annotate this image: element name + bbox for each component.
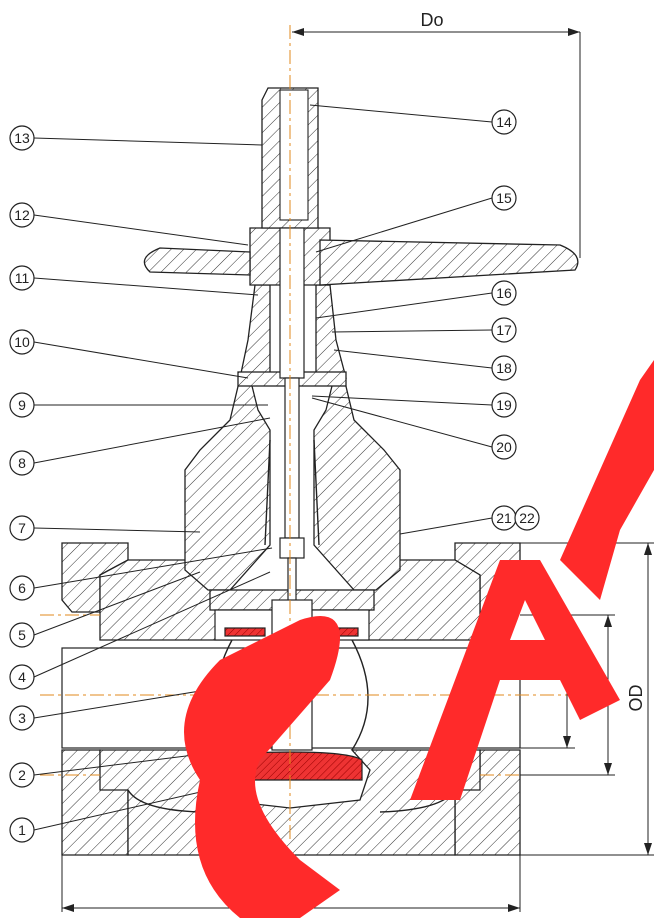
svg-text:9: 9 [18,397,26,413]
callout-15: 15 [491,185,517,211]
callout-12: 12 [9,202,35,228]
callout-7: 7 [9,515,35,541]
svg-text:19: 19 [496,397,512,413]
callout-16: 16 [491,280,517,306]
seat-ring-left [224,627,266,637]
svg-text:20: 20 [496,439,512,455]
svg-text:12: 12 [14,207,30,223]
svg-text:18: 18 [496,360,512,376]
svg-text:7: 7 [18,520,26,536]
callout-14: 14 [491,109,517,135]
svg-text:3: 3 [18,710,26,726]
svg-text:10: 10 [14,334,30,350]
callout-21: 21 [491,505,517,531]
callout-13: 13 [9,125,35,151]
leader-lines [33,104,493,831]
callout-5: 5 [9,622,35,648]
svg-text:21: 21 [496,510,512,526]
callout-8: 8 [9,450,35,476]
callout-20: 20 [491,434,517,460]
handle-lever [143,227,579,286]
dim-do-label: Do [420,10,443,30]
dim-od-label: OD [626,684,646,711]
svg-text:5: 5 [18,627,26,643]
svg-text:15: 15 [496,190,512,206]
sample-watermark [184,360,654,918]
svg-text:6: 6 [18,580,26,596]
callout-2: 2 [9,762,35,788]
callout-17: 17 [491,317,517,343]
svg-text:11: 11 [15,270,30,286]
callout-3: 3 [9,705,35,731]
callout-9: 9 [9,392,35,418]
callout-1: 1 [9,817,35,843]
svg-text:17: 17 [496,322,512,338]
svg-text:16: 16 [496,285,512,301]
callout-6: 6 [9,575,35,601]
svg-text:4: 4 [18,669,26,685]
svg-text:13: 13 [14,130,30,146]
callout-22: 22 [514,505,540,531]
callout-18: 18 [491,355,517,381]
callout-11: 11 [9,265,35,291]
svg-text:1: 1 [18,822,26,838]
callout-19: 19 [491,392,517,418]
callout-10: 10 [9,329,35,355]
svg-text:22: 22 [519,510,535,526]
svg-text:8: 8 [18,455,26,471]
svg-text:14: 14 [496,114,512,130]
callout-4: 4 [9,664,35,690]
svg-text:2: 2 [18,767,26,783]
